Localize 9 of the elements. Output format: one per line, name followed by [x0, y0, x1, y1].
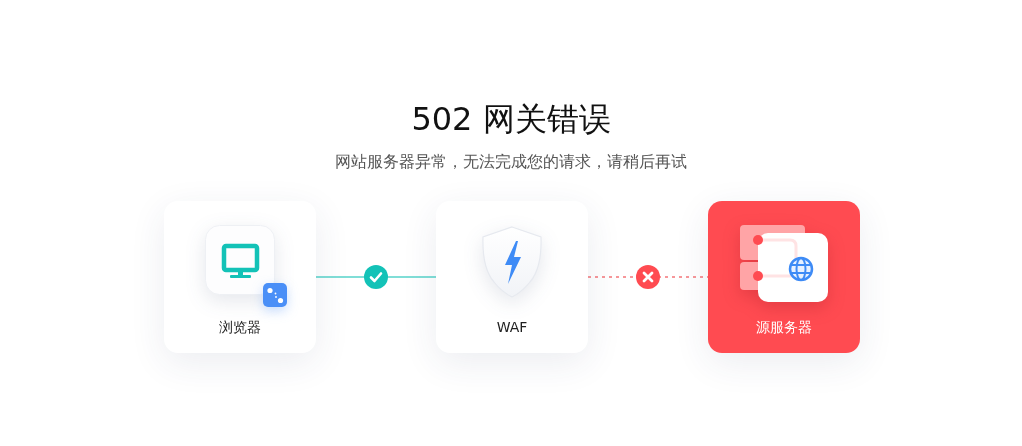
- connector-line: [315, 276, 437, 278]
- node-label: 源服务器: [756, 318, 812, 336]
- node-card: [708, 201, 860, 353]
- node-label: WAF: [496, 318, 528, 336]
- node-card: [164, 201, 316, 353]
- title: 502 网关错误: [411, 101, 611, 137]
- node-label: 浏览器: [219, 318, 261, 336]
- subtitle: 网站服务器异常，无法完成您的请求，请稍后再试: [335, 152, 687, 172]
- node-card: [436, 201, 588, 353]
